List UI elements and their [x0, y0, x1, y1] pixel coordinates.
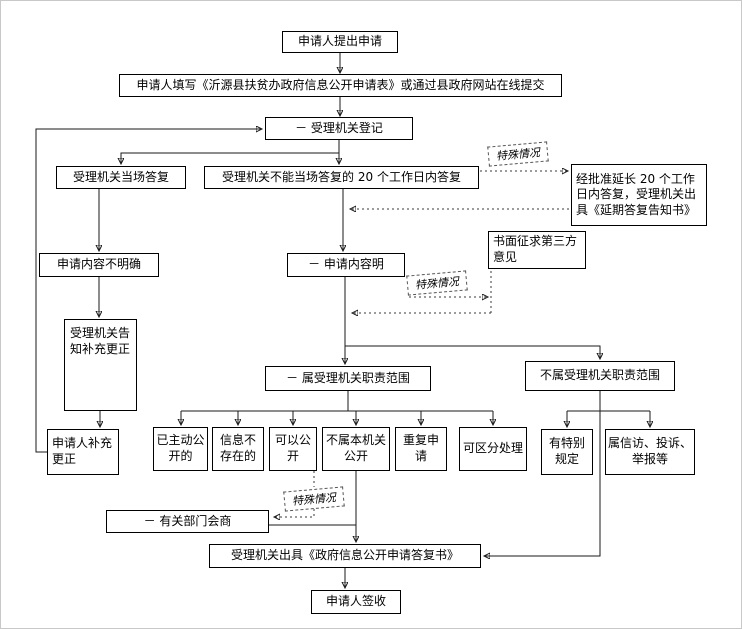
node-issue-reply-letter: 受理机关出具《政府信息公开申请答复书》 [209, 544, 481, 568]
node-onsite-reply: 受理机关当场答复 [56, 166, 186, 189]
node-register: － 受理机关登记 [265, 117, 413, 140]
node-outside-scope: 不属受理机关职责范围 [525, 361, 675, 391]
node-special-provisions: 有特别规定 [541, 429, 593, 475]
node-not-this-agency: 不属本机关公开 [322, 427, 390, 471]
node-fill-form: 申请人填写《沂源县扶贫办政府信息公开申请表》或通过县政府网站在线提交 [119, 74, 562, 97]
node-notify-supplement: 受理机关告知补充更正 [64, 319, 137, 411]
node-applicant-sign: 申请人签收 [311, 590, 401, 614]
node-petition-complaint: 属信访、投诉、举报等 [605, 429, 695, 475]
node-reply-within-20-days: 受理机关不能当场答复的 20 个工作日内答复 [204, 166, 479, 189]
node-applicant-supplement: 申请人补充更正 [47, 429, 119, 475]
node-within-scope: － 属受理机关职责范围 [265, 366, 431, 391]
node-submit-application: 申请人提出申请 [282, 31, 398, 53]
node-content-unclear: 申请内容不明确 [39, 253, 159, 277]
node-extended-reply: 经批准延长 20 个工作日内答复，受理机关出具《延期答复告知书》 [571, 164, 707, 226]
node-content-clear: － 申请内容明 [287, 253, 405, 277]
node-separable-handling: 可区分处理 [459, 427, 527, 471]
node-duplicate-request: 重复申请 [395, 427, 447, 471]
node-third-party-opinion: 书面征求第三方意见 [488, 231, 586, 269]
node-already-disclosed: 已主动公开的 [153, 427, 208, 471]
node-info-not-exist: 信息不存在的 [212, 427, 264, 471]
node-department-consultation: － 有关部门会商 [106, 510, 269, 533]
node-can-disclose: 可以公开 [269, 427, 317, 471]
